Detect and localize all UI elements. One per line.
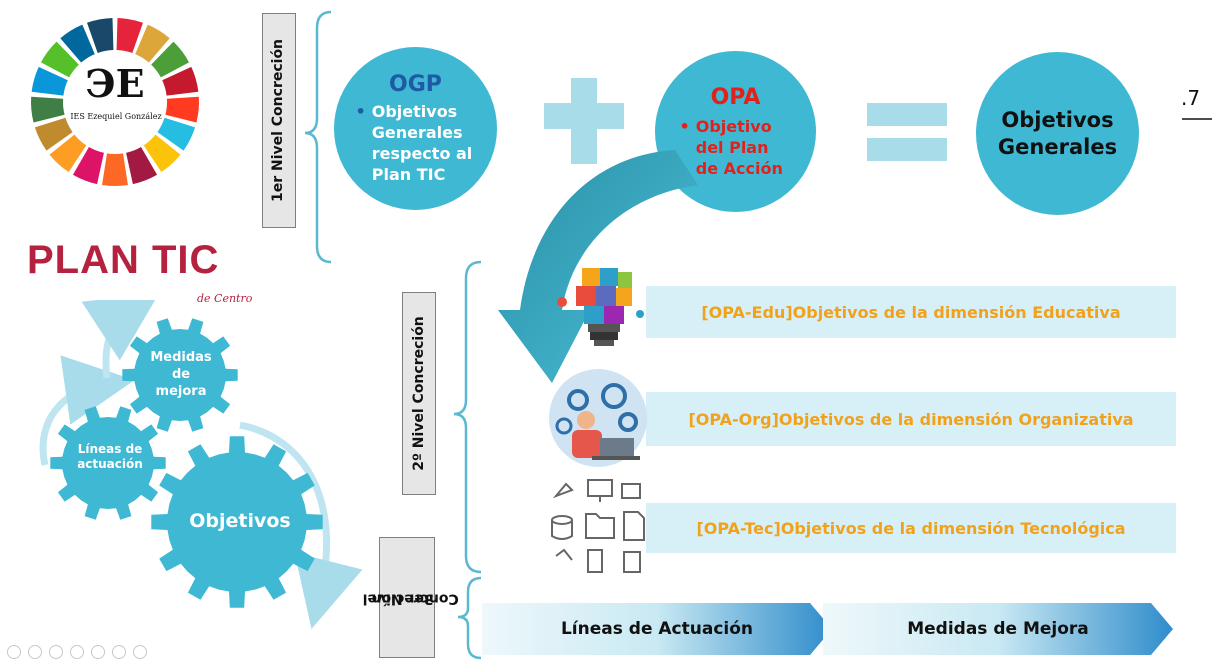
logo-ring-segment: [49, 134, 87, 173]
ogp-title: OGP: [389, 72, 442, 97]
next-icon[interactable]: [28, 645, 42, 659]
more-icon[interactable]: [133, 645, 147, 659]
subtitles-icon[interactable]: [112, 645, 126, 659]
logo-ring-segment: [40, 41, 79, 78]
gear-medidas-icon: [122, 318, 238, 432]
ogp-bullet: •Objetivos Generales respecto al Plan TI…: [355, 102, 473, 184]
tech-devices-icon: [551, 479, 645, 573]
dimension-tec-text: Objetivos de la dimensión Tecnológica: [780, 518, 1126, 538]
equals-sign: [867, 103, 947, 126]
dimension-edu-code: [OPA-Edu]: [701, 302, 793, 322]
gear-left-shape: [50, 406, 166, 520]
logo-ring-segment: [157, 117, 196, 151]
bracket-level-2: [453, 260, 482, 574]
corner-text: .7: [1181, 86, 1201, 110]
logo-ring-segment: [72, 147, 104, 185]
logo-ring-segment: [143, 134, 181, 173]
dimension-org-code: [OPA-Org]: [688, 409, 779, 429]
plan-subtitle: de Centro: [197, 292, 253, 305]
medidas-mejora-arrow: Medidas de Mejora: [823, 603, 1173, 655]
plan-title: PLAN TIC: [27, 238, 220, 282]
pen-icon[interactable]: [49, 645, 63, 659]
logo-ring-segment: [165, 96, 199, 123]
logo-ring-segment: [135, 24, 170, 63]
logo-ring-segment: [151, 41, 190, 78]
dimension-tec-code: [OPA-Tec]: [696, 518, 781, 538]
gear-main-shape: [151, 436, 323, 608]
gear-main-label: Objetivos: [189, 510, 291, 532]
opa-title: OPA: [710, 84, 761, 110]
puzzle-bulb-icon: [557, 268, 644, 346]
logo-ring-segment: [102, 153, 128, 186]
dimension-edu-text: Objetivos de la dimensión Educativa: [792, 302, 1121, 322]
logo-ring-segment: [87, 18, 114, 53]
ogp-circle: OGP •Objetivos Generales respecto al Pla…: [334, 47, 497, 210]
logo-ring-segment: [30, 96, 65, 123]
plus-sign: [571, 78, 597, 164]
curved-arrow-shape: [498, 150, 698, 383]
lineas-actuacion-arrow: Líneas de Actuación: [482, 603, 832, 655]
logo-ring-segment: [162, 66, 199, 96]
dimension-org-text: Objetivos de la dimensión Organizativa: [778, 409, 1134, 429]
logo-ring-segment: [126, 147, 158, 185]
gear-top-shape: [122, 318, 238, 432]
gears-cycle-diagram: [39, 300, 363, 629]
bracket-level-3: [457, 576, 482, 660]
zoom-icon[interactable]: [91, 645, 105, 659]
gears-person-icon: [549, 369, 647, 467]
logo-school-name: IES Ezequiel González: [70, 112, 162, 121]
gear-left-label: Líneas de actuación: [77, 442, 143, 471]
prev-icon[interactable]: [7, 645, 21, 659]
cycle-arrow: [239, 421, 363, 629]
equals-sign: [867, 138, 947, 161]
school-logo: ЭE IES Ezequiel González: [30, 14, 200, 189]
logo-ring-segment: [116, 18, 143, 53]
logo-monogram: ЭE: [85, 60, 145, 106]
gear-lineas-icon: [50, 406, 166, 520]
gear-objetivos-icon: [151, 436, 323, 608]
opa-bullet: •Objetivo del Plan de Acción: [679, 116, 783, 178]
level-1-label: 1er Nivel Concreción: [262, 13, 296, 228]
logo-ring-segment: [60, 24, 95, 63]
result-text: Objetivos Generales: [997, 107, 1118, 159]
curved-arrow: [498, 150, 698, 383]
logo-ring-segment: [34, 117, 73, 151]
bracket-level-1: [304, 10, 332, 264]
cycle-arrow: [81, 300, 160, 379]
dimension-tec-band: [OPA-Tec] Objetivos de la dimensión Tecn…: [646, 503, 1176, 553]
logo-ring-segment: [31, 66, 68, 96]
gear-top-label: Medidas de mejora: [150, 350, 212, 399]
dimension-edu-band: [OPA-Edu] Objetivos de la dimensión Educ…: [646, 286, 1176, 338]
level-2-label: 2º Nivel Concreción: [402, 292, 436, 495]
slides-icon[interactable]: [70, 645, 84, 659]
sdg-wheel-icon: [30, 18, 199, 186]
dimension-org-band: [OPA-Org] Objetivos de la dimensión Orga…: [646, 392, 1176, 446]
cycle-arrow: [39, 355, 135, 466]
result-circle: Objetivos Generales: [976, 52, 1139, 215]
